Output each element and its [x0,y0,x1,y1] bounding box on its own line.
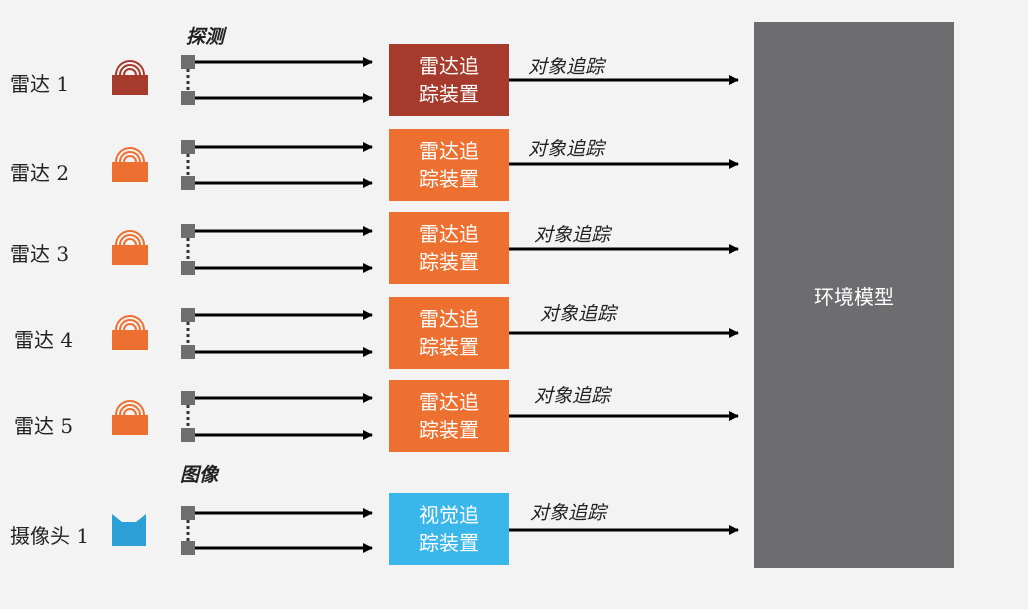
connector-square-bottom-6 [181,541,195,555]
tracker-label-line1: 雷达追 [419,54,479,78]
environment-model-box: 环境模型 [754,22,954,568]
radar-icon-4 [112,315,148,350]
tracker-label-line2: 踪装置 [419,250,479,274]
connector-square-bottom-4 [181,345,195,359]
connector-square-top-4 [181,308,195,322]
connector-square-top-6 [181,506,195,520]
tracker-label-line1: 雷达追 [419,222,479,246]
sensor-label-radar-3: 雷达 3 [10,242,70,266]
sensor-label-radar-1: 雷达 1 [10,72,70,96]
connector-square-top-5 [181,391,195,405]
radar-tracker-5: 雷达追 踪装置 [389,380,509,452]
object-tracking-label-3: 对象追踪 [534,224,611,246]
tracker-label-line2: 踪装置 [419,531,479,555]
radar-icon-3 [112,230,148,265]
sensor-label-camera-1: 摄像头 1 [10,524,90,548]
tracker-label-line2: 踪装置 [419,418,479,442]
radar-tracker-2: 雷达追 踪装置 [389,129,509,201]
sensor-label-radar-4: 雷达 4 [14,328,74,352]
object-tracking-label-6: 对象追踪 [530,502,607,524]
environment-model-label: 环境模型 [814,284,894,309]
tracker-label-line1: 视觉追 [419,503,479,527]
connector-square-bottom-5 [181,428,195,442]
object-tracking-label-5: 对象追踪 [534,385,611,407]
tracker-label-line1: 雷达追 [419,139,479,163]
detection-section-label: 探测 [186,26,225,48]
radar-tracker-3: 雷达追 踪装置 [389,212,509,284]
vision-tracker-1: 视觉追 踪装置 [389,493,509,565]
tracker-label-line2: 踪装置 [419,82,479,106]
tracker-label-line2: 踪装置 [419,335,479,359]
connector-square-bottom-1 [181,91,195,105]
connector-square-top-3 [181,224,195,238]
connector-square-bottom-3 [181,261,195,275]
object-tracking-label-4: 对象追踪 [540,303,617,325]
object-tracking-label-1: 对象追踪 [528,56,605,78]
image-section-label: 图像 [180,464,219,486]
connector-square-top-2 [181,140,195,154]
radar-tracker-4: 雷达追 踪装置 [389,297,509,369]
radar-tracker-1: 雷达追 踪装置 [389,44,509,116]
connector-square-bottom-2 [181,176,195,190]
tracker-label-line2: 踪装置 [419,167,479,191]
sensor-label-radar-2: 雷达 2 [10,161,70,185]
tracker-label-line1: 雷达追 [419,307,479,331]
object-tracking-label-2: 对象追踪 [528,138,605,160]
radar-icon-5 [112,400,148,435]
radar-icon-1 [112,60,148,95]
sensor-label-radar-5: 雷达 5 [14,414,74,438]
camera-icon [112,514,146,546]
radar-icon-2 [112,147,148,182]
tracker-label-line1: 雷达追 [419,390,479,414]
connector-square-top-1 [181,55,195,69]
